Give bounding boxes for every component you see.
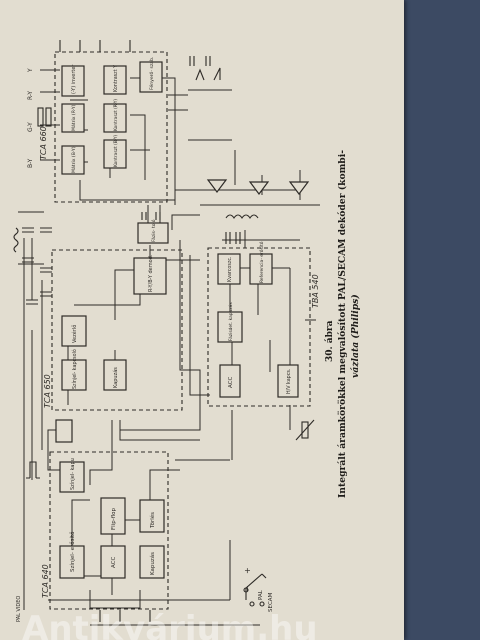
label-fazis-tolo: Fázis- toló [150, 219, 157, 242]
potentiometer [301, 421, 309, 439]
ic-outlines [49, 51, 311, 610]
caption-line-1: Integrált áramkörökkel megvalósított PAL… [337, 150, 348, 498]
tca650-outline [51, 249, 183, 411]
label-kvarcoszc: Kvarcoszc. [227, 256, 233, 282]
block-kapuzas-1 [139, 545, 165, 579]
signal-gy: G-Y [27, 122, 34, 132]
label-demod: R-Y/B-Y demod. [148, 254, 154, 292]
signal-by: B-Y [27, 158, 34, 168]
label-szinjel-kapu: Színjel- kapu [69, 458, 76, 490]
block-fenyero [139, 61, 163, 93]
tca640-outline [49, 451, 169, 610]
label-szinjel-kapcsolo: Színjel- kapcsoló [71, 349, 78, 389]
blocks [55, 61, 310, 579]
signal-pal: PAL [258, 589, 264, 600]
signal-labels: Y R-Y G-Y B-Y PAL VIDEO PAL SECAM + − [16, 68, 274, 622]
label-acc-1: ACC [111, 556, 117, 568]
signal-pal-video: PAL VIDEO [16, 596, 22, 622]
label-ref-erosito: Referencia- erősítő [258, 241, 265, 283]
block-demod [133, 257, 167, 295]
book-page: Színjel- erősítő ACC Kapuzás Flip-flop T… [0, 0, 404, 640]
signal-ry: R-Y [27, 91, 34, 100]
label-kontraszt-by: Kontraszt (B-Y) [113, 134, 119, 167]
passive-components [13, 40, 315, 622]
label-torles: Törlés [149, 512, 156, 529]
block-vezerlo [61, 315, 87, 347]
output-stage-2 [248, 181, 270, 195]
block-hv-kapcs [277, 364, 299, 398]
signal-minus: − [243, 585, 252, 592]
block-acc-1 [100, 545, 126, 579]
signal-secam: SECAM [268, 592, 274, 612]
figure-caption: 30. ábra Integrált áramkörökkel megvalós… [324, 150, 361, 498]
block-szinjel-erosito [59, 545, 85, 579]
block-torles [139, 499, 165, 533]
label-szinjel-erosito: Színjel- erősítő [69, 531, 76, 572]
signal-y: Y [27, 68, 34, 73]
label-inverter: (-Y) inverter [71, 64, 77, 94]
ic-names: TCA 640 TCA 650 TCA 660 TBA 540 [39, 126, 320, 598]
block-flip-flop [100, 497, 126, 535]
block-acc-2 [219, 364, 241, 398]
block-szinjel-kapu [59, 461, 85, 493]
ic-name-tba540: TBA 540 [311, 274, 320, 308]
label-kapuzas-1: Kapuzás [149, 552, 156, 575]
block-labels: Színjel- erősítő ACC Kapuzás Flip-flop T… [69, 57, 292, 576]
ic-name-tca640: TCA 640 [41, 564, 50, 598]
block-ref-erosito [249, 253, 273, 285]
label-matrix-ry: Mátrix (R-Y) [70, 104, 77, 131]
circuit-schematic: Színjel- erősítő ACC Kapuzás Flip-flop T… [13, 40, 361, 626]
ic-name-tca660: TCA 660 [39, 126, 48, 160]
signal-plus: + [243, 567, 252, 574]
block-kapuzas-2 [103, 359, 127, 391]
label-kontraszt-ry: Kontraszt (R-Y) [113, 99, 119, 131]
ic-name-tca650: TCA 650 [43, 374, 52, 408]
block-kontraszt-by [103, 139, 127, 169]
caption-number: 30. ábra [324, 320, 335, 362]
output-stage-1 [206, 179, 228, 193]
block-kontraszt-y [103, 65, 127, 95]
block-matrix-by [61, 145, 85, 175]
label-acc-2: ACC [228, 376, 234, 388]
block-small-amp [55, 419, 73, 443]
tba540-outline [207, 247, 311, 407]
label-fenyero: Fényerő- szab. [148, 57, 155, 91]
tca660-outline [54, 51, 168, 203]
label-vezerlo: Vezérlő [71, 325, 78, 343]
block-kontraszt-ry [103, 103, 127, 133]
label-kapuzas-2: Kapuzás [112, 367, 119, 388]
block-fazis-tolo [137, 222, 169, 244]
block-fazisdetektor [217, 311, 243, 343]
caption-line-2: vázlata (Philips) [350, 294, 361, 378]
block-szinjel-kapcsolo [61, 359, 87, 391]
block-inverter [61, 65, 85, 97]
label-flip-flop: Flip-flop [111, 507, 117, 530]
block-matrix-ry [61, 103, 85, 133]
label-fazisdetektor: Fázisdet. kapuzás [227, 302, 234, 341]
label-kontraszt-y: Kontraszt Y [113, 65, 119, 92]
label-hv-kapcs: H/V kapcs. [286, 369, 292, 394]
block-kvarcoszc [217, 253, 241, 285]
label-matrix-by: Mátrix (B-Y) [70, 146, 77, 173]
output-stage-3 [288, 181, 310, 195]
